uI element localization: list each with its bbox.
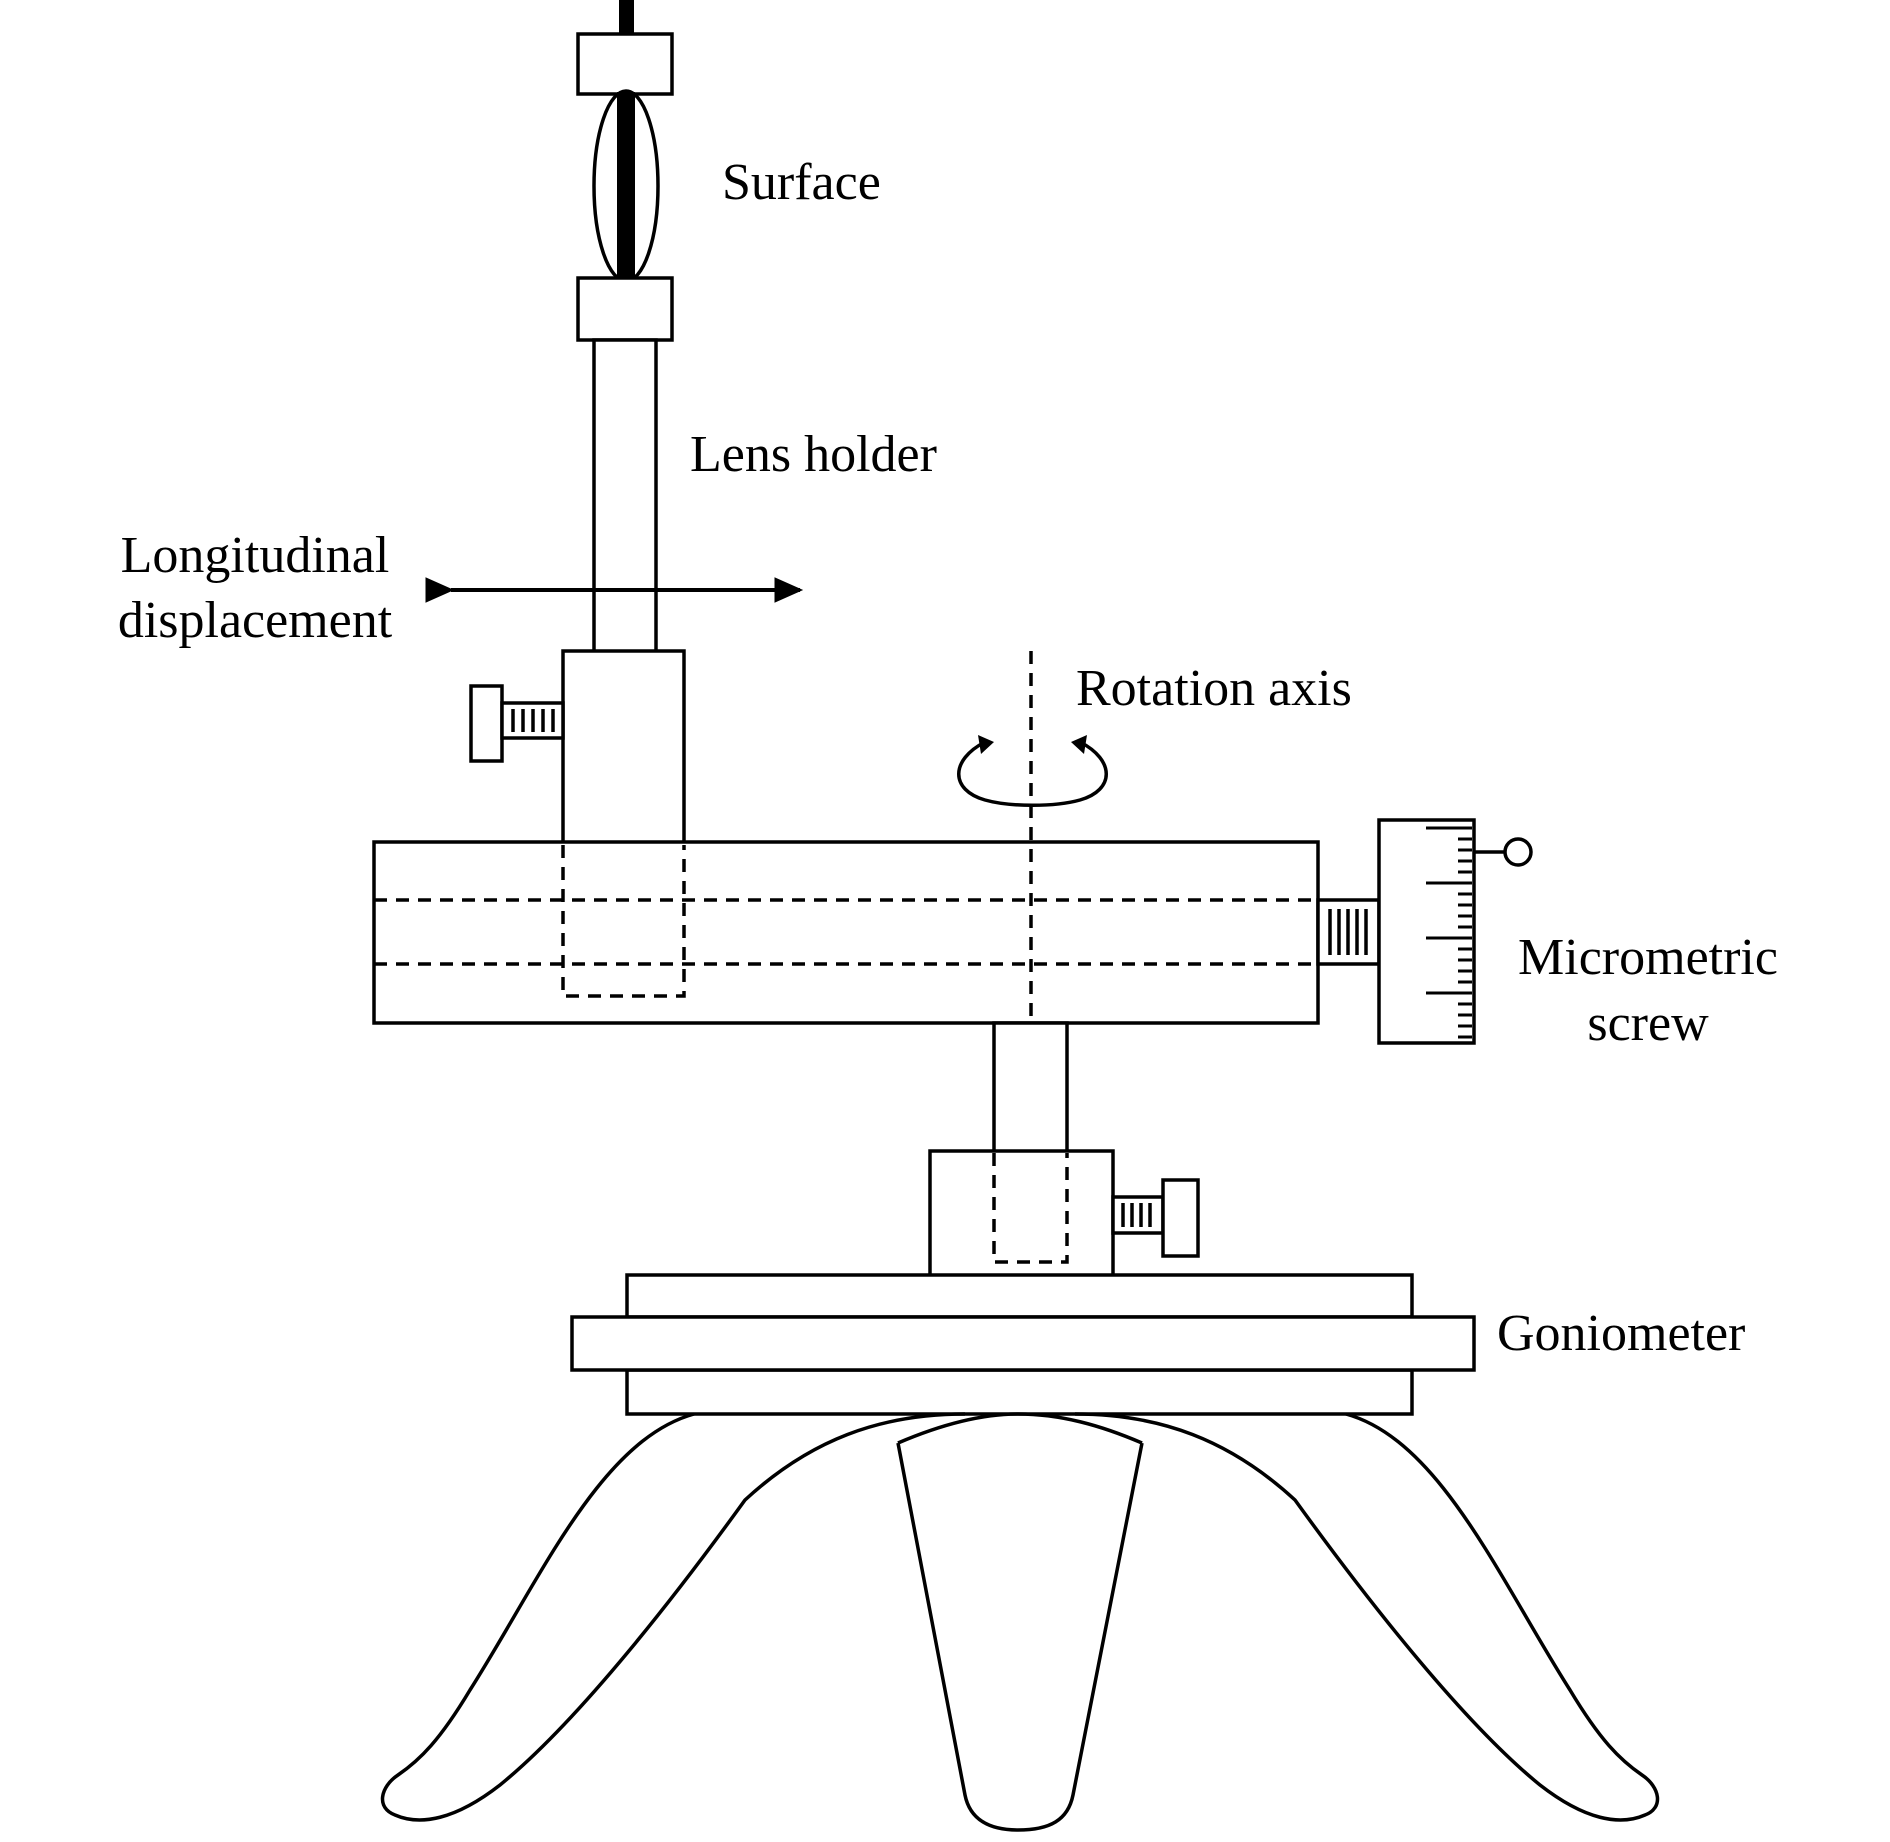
top-rod — [619, 0, 634, 36]
tripod — [380, 1412, 1660, 1832]
bar-hidden-lines — [374, 845, 1318, 998]
base-thumb-screw — [1111, 1178, 1200, 1258]
vertical-post — [992, 1021, 1069, 1155]
micrometric-screw — [1316, 818, 1533, 1045]
goniometer — [570, 1273, 1476, 1416]
label-goniometer: Goniometer — [1497, 1305, 1745, 1362]
label-lens-holder: Lens holder — [690, 426, 937, 483]
slider-thumb-screw — [469, 684, 565, 763]
label-surface: Surface — [722, 154, 881, 211]
goniometer-upper-plate — [625, 1273, 1414, 1319]
tripod-center-leg — [896, 1442, 1144, 1832]
lens-holder-rod — [592, 338, 658, 656]
post-clamp-block — [928, 1149, 1115, 1280]
lens-holder-assembly — [469, 0, 686, 847]
tripod-right-leg — [1074, 1412, 1660, 1822]
horizontal-bar — [372, 840, 1320, 1025]
surface-element — [617, 92, 635, 278]
micrometer-scale-ticks — [1426, 826, 1472, 1039]
tripod-left-leg — [380, 1412, 966, 1822]
label-longitudinal-line1: Longitudinal — [121, 527, 390, 584]
goniometer-disc — [570, 1315, 1476, 1372]
label-rotation-axis: Rotation axis — [1076, 660, 1352, 717]
goniometer-lower-plate — [625, 1368, 1414, 1416]
lens-holder-slider — [561, 649, 686, 847]
micrometer-knob — [1503, 837, 1533, 867]
label-micrometric-line2: screw — [1587, 995, 1709, 1052]
post-hidden-lines — [992, 1153, 1069, 1264]
lower-lens-clamp — [576, 276, 674, 342]
rotation-arrow — [957, 735, 1108, 807]
upper-lens-clamp — [576, 32, 674, 96]
micrometer-scale — [1377, 818, 1476, 1045]
label-micrometric-line1: Micrometric — [1518, 929, 1778, 986]
label-longitudinal-line2: displacement — [118, 592, 393, 649]
